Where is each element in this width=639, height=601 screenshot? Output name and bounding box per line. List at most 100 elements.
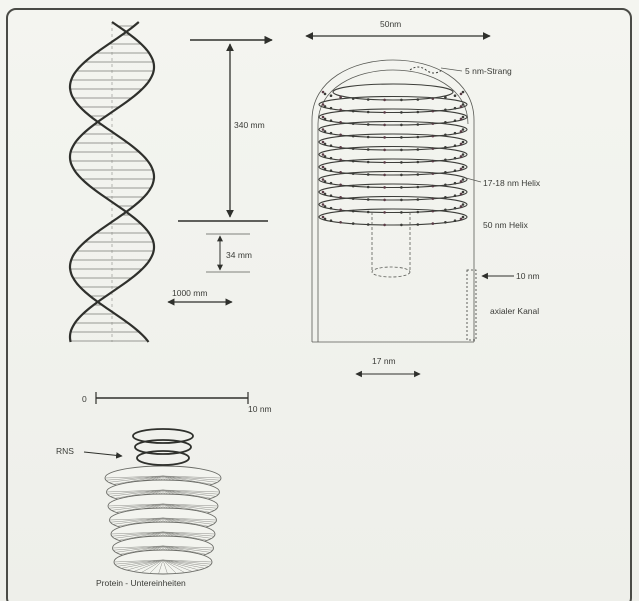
strand-bead [462, 216, 465, 219]
strand-bead [462, 116, 465, 119]
pitch-dimension: 340 mm [178, 40, 272, 221]
strand-bead [400, 224, 403, 227]
strand-bead [454, 132, 457, 135]
strand-bead [322, 103, 325, 106]
strand-bead [324, 130, 327, 133]
strand-bead [462, 128, 465, 131]
fiber-outline [312, 60, 474, 342]
strand-bead [383, 149, 386, 152]
strand-bead [460, 105, 463, 108]
protein-label: Protein - Untereinheiten [96, 578, 186, 588]
strand-bead [367, 161, 370, 164]
strand-bead [400, 211, 403, 214]
strand-bead [454, 107, 457, 110]
strand-bead [460, 168, 463, 171]
strand-label: 5 nm-Strang [465, 66, 512, 76]
helix-small-label: 17-18 nm Helix [483, 178, 541, 188]
strand-bead [339, 221, 342, 224]
chromatin-fiber: 50nm 5 nm-Strang 17-18 nm Helix 50 nm He… [306, 19, 541, 374]
strand-bead [322, 153, 325, 156]
strand-bead [462, 91, 465, 94]
strand-bead [462, 191, 465, 194]
strand-bead [367, 198, 370, 201]
strand-pointer [441, 68, 462, 71]
strand-bead [417, 148, 420, 151]
strand-bead [417, 223, 420, 226]
strand-bead [383, 186, 386, 189]
axial-channel-label: axialer Kanal [490, 306, 539, 316]
strand-bead [330, 207, 333, 210]
strand-bead [400, 199, 403, 202]
strand-bead [462, 203, 465, 206]
rna-spiral [133, 429, 193, 465]
strand-bead [417, 111, 420, 114]
bottom-width-label: 17 nm [372, 356, 396, 366]
strand-bead [330, 132, 333, 135]
strand-bead [324, 118, 327, 121]
strand-bead [324, 105, 327, 108]
strand-bead [322, 91, 325, 94]
strand-bead [454, 157, 457, 160]
strand-bead [444, 221, 447, 224]
fiber-width-label: 50nm [380, 19, 401, 29]
protein-stack: RNS Protein - Untereinheiten [56, 429, 221, 588]
strand-bead [330, 94, 333, 97]
strand-bead [400, 136, 403, 139]
strand-bead [460, 130, 463, 133]
strand-bead [400, 186, 403, 189]
scale-zero-label: 0 [82, 394, 87, 404]
strand-bead [460, 205, 463, 208]
strand-bead [400, 149, 403, 152]
axial-cylinder [372, 212, 410, 277]
strand-bead [460, 180, 463, 183]
strand-bead [400, 161, 403, 164]
strand-bead [367, 123, 370, 126]
rns-label: RNS [56, 446, 74, 456]
strand-bead [330, 169, 333, 172]
strand-bead [383, 211, 386, 214]
strand-bead [460, 93, 463, 96]
strand-bead [462, 178, 465, 181]
strand-bead [417, 186, 420, 189]
width-label: 1000 mm [172, 288, 207, 298]
strand-bead [383, 199, 386, 202]
step-dimension: 34 mm [206, 234, 252, 272]
strand-bead [324, 168, 327, 171]
strand-bead [324, 205, 327, 208]
strand-bead [432, 222, 435, 225]
strand-bead [417, 123, 420, 126]
ten-nm-label: 10 nm [516, 271, 540, 281]
strand-bead [383, 124, 386, 127]
strand-bead [367, 211, 370, 214]
strand-bead [383, 111, 386, 114]
strand-bead [330, 194, 333, 197]
strand-bead [367, 223, 370, 226]
strand-bead [322, 128, 325, 131]
strand-bead [417, 211, 420, 214]
strand-bead [383, 99, 386, 102]
strand-bead [324, 180, 327, 183]
strand-bead [322, 116, 325, 119]
strand-bead [324, 143, 327, 146]
strand-bead [324, 93, 327, 96]
strand-bead [454, 219, 457, 222]
strand-bead [367, 173, 370, 176]
strand-bead [324, 218, 327, 221]
rns-arrow [84, 452, 122, 456]
strand-bead [454, 207, 457, 210]
strand-bead [324, 155, 327, 158]
strand-bead [417, 98, 420, 101]
strand-bead [324, 193, 327, 196]
strand-bead [454, 119, 457, 122]
strand-bead [330, 157, 333, 160]
scale-ten-label: 10 nm [248, 404, 272, 414]
strand-bead [454, 169, 457, 172]
strand-bead [322, 216, 325, 219]
pitch-label: 340 mm [234, 120, 265, 130]
strand-bead [322, 203, 325, 206]
strand-bead [330, 219, 333, 222]
strand-bead [330, 107, 333, 110]
strand-bead [400, 99, 403, 102]
